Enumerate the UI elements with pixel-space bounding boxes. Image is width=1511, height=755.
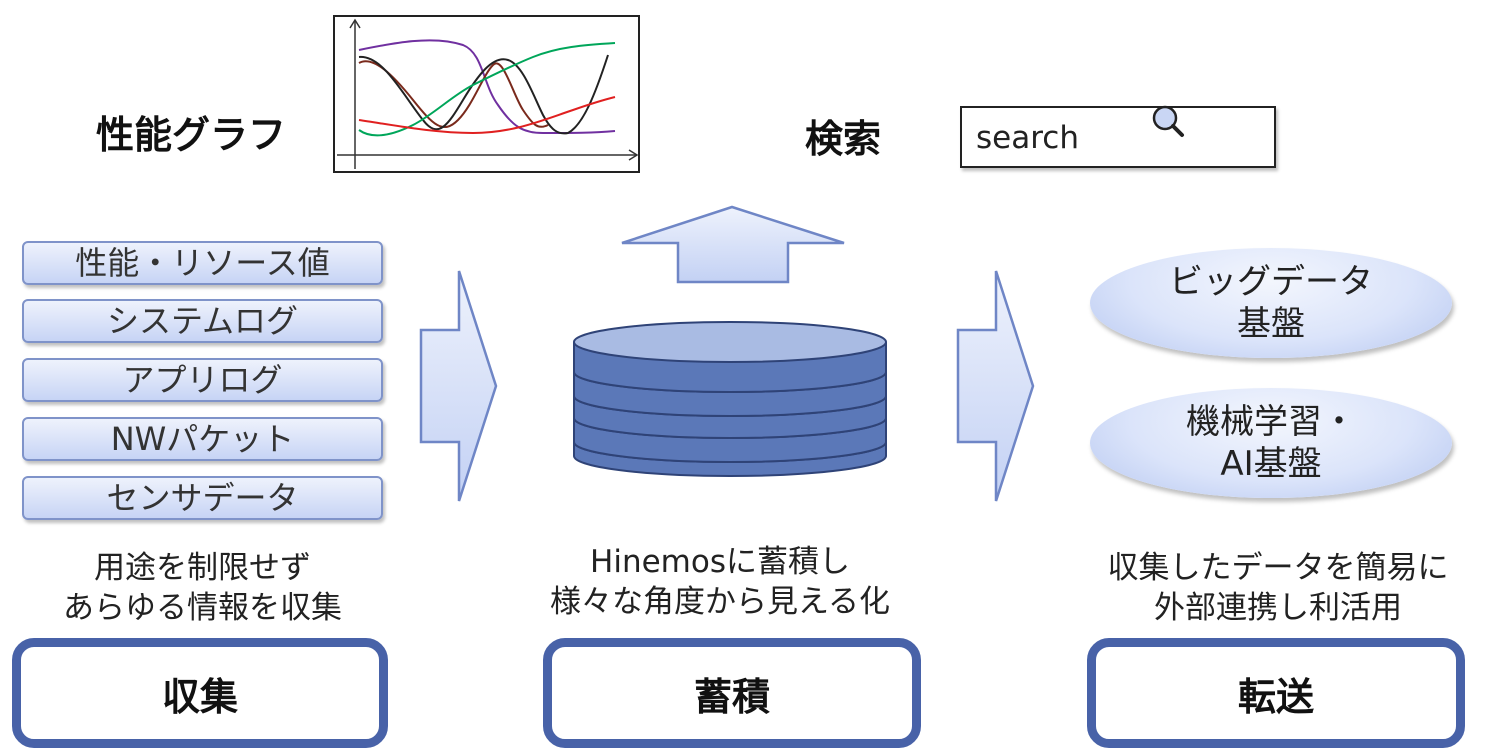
transfer-desc-line2: 外部連携し利活用 (1154, 590, 1402, 626)
stage-store: 蓄積 (543, 638, 921, 748)
search-title: 検索 (805, 117, 882, 161)
platform-ml-ai-line2: AI基盤 (1220, 444, 1322, 484)
stage-transfer: 転送 (1087, 638, 1465, 748)
collect-description: 用途を制限せず あらゆる情報を収集 (22, 548, 383, 628)
source-system-log: システムログ (22, 299, 383, 343)
store-desc-line2: 様々な角度から見える化 (549, 584, 891, 620)
right-arrow-icon-1 (419, 270, 498, 502)
performance-graph-icon (333, 15, 640, 173)
stage-transfer-label: 転送 (1237, 674, 1314, 719)
transfer-description: 収集したデータを簡易に 外部連携し利活用 (1078, 548, 1478, 628)
search-input[interactable]: search (960, 105, 1276, 168)
store-desc-line1: Hinemosに蓄積し (590, 544, 850, 580)
stage-store-label: 蓄積 (693, 674, 770, 719)
platform-big-data-line2: 基盤 (1237, 304, 1305, 344)
store-description: Hinemosに蓄積し 様々な角度から見える化 (520, 542, 920, 622)
right-arrow-icon-2 (956, 270, 1035, 502)
source-app-log: アプリログ (22, 358, 383, 402)
platform-big-data: ビッグデータ 基盤 (1090, 248, 1452, 358)
graph-title: 性能グラフ (96, 113, 287, 157)
magnifier-icon (1152, 105, 1184, 137)
platform-big-data-line1: ビッグデータ (1169, 262, 1373, 302)
transfer-desc-line1: 収集したデータを簡易に (1107, 550, 1449, 586)
stage-collect-label: 収集 (161, 674, 238, 719)
up-arrow-icon (621, 205, 845, 284)
search-placeholder: search (976, 120, 1079, 156)
source-nw-packet: NWパケット (22, 417, 383, 461)
platform-ml-ai-line1: 機械学習・ (1186, 402, 1356, 442)
stage-collect: 収集 (12, 638, 388, 748)
source-performance: 性能・リソース値 (22, 241, 383, 285)
source-sensor-data: センサデータ (22, 476, 383, 520)
collect-desc-line2: あらゆる情報を収集 (63, 590, 342, 626)
platform-ml-ai: 機械学習・ AI基盤 (1090, 388, 1452, 498)
database-icon (573, 321, 887, 477)
collect-desc-line1: 用途を制限せず (94, 550, 311, 586)
